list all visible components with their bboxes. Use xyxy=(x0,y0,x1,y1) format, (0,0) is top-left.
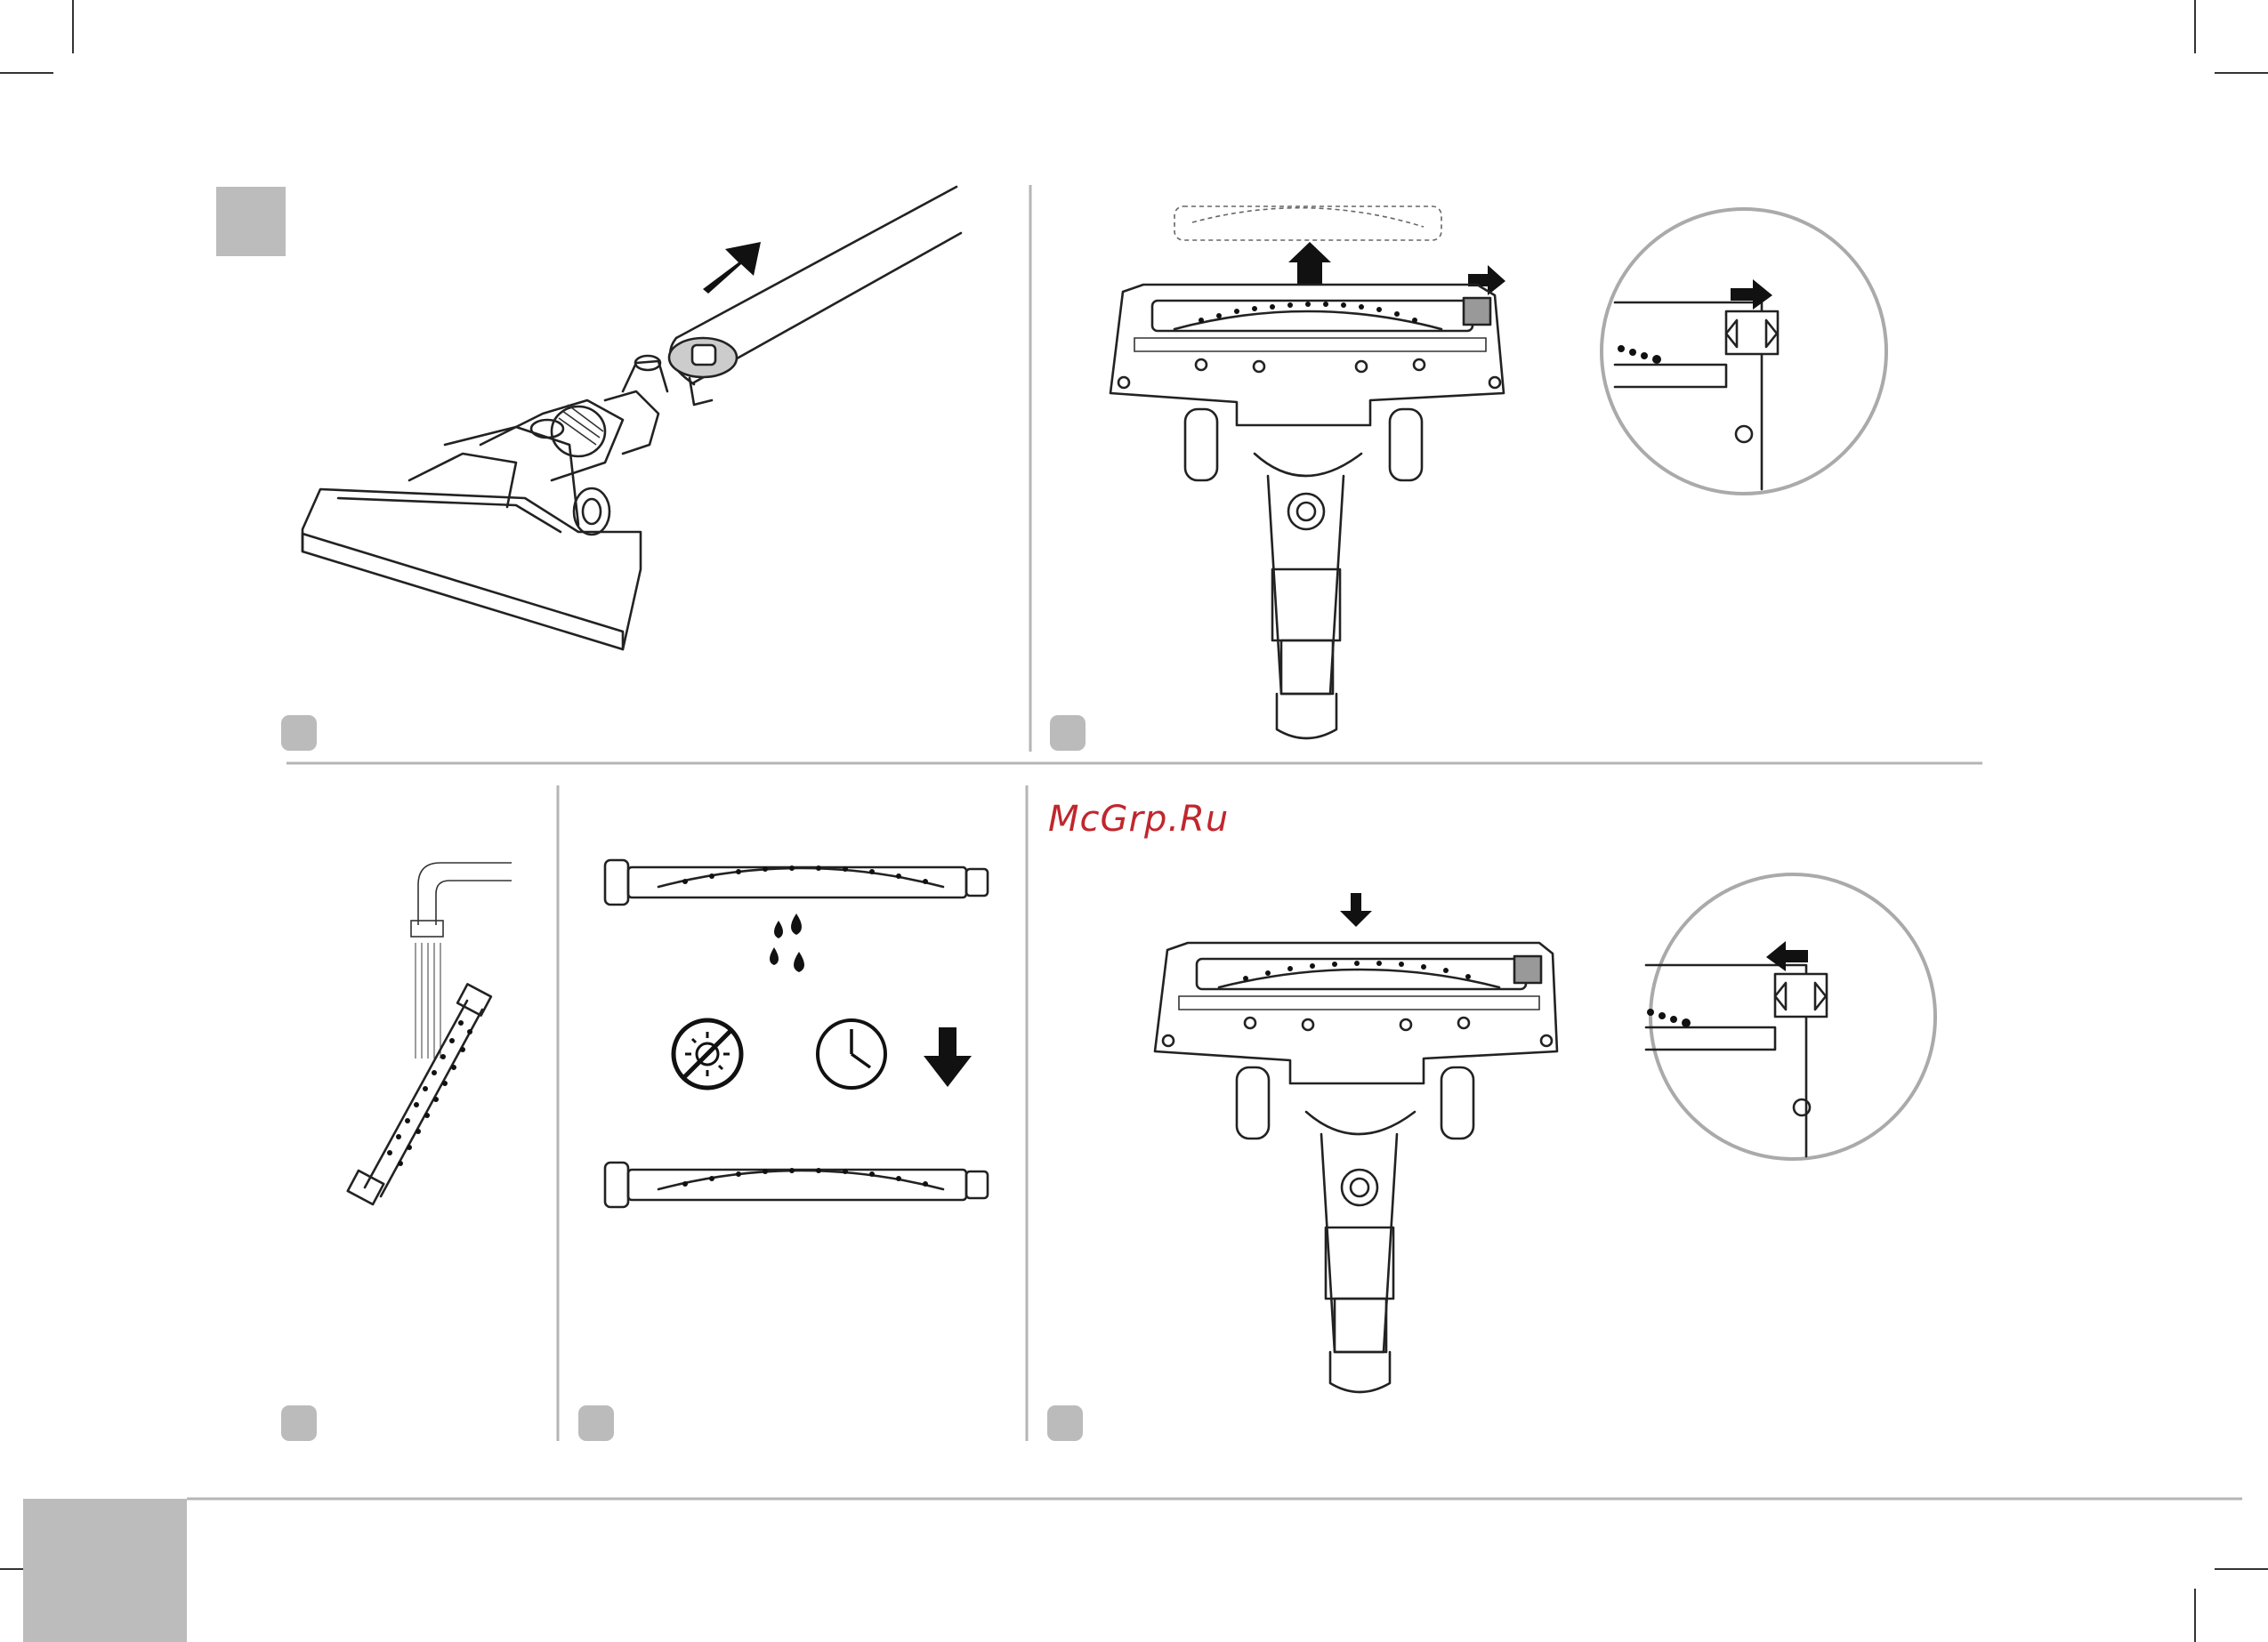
right-arrow-detail-icon xyxy=(1731,279,1772,310)
step-marker-3 xyxy=(281,1405,317,1441)
up-arrow-icon xyxy=(1288,242,1331,285)
dry-brush-illustration xyxy=(587,849,1014,1241)
dry-brush-roll xyxy=(605,1163,988,1207)
brush-insert-illustration xyxy=(1148,872,2038,1423)
brush-removal-illustration xyxy=(1103,196,2082,765)
clock-icon xyxy=(818,1020,885,1088)
rinse-brush-illustration xyxy=(329,854,596,1210)
watermark: McGrp.Ru xyxy=(1048,799,1229,840)
down-arrow-insert-icon xyxy=(1340,893,1372,927)
down-arrow-icon xyxy=(924,1027,972,1087)
step-marker-4 xyxy=(578,1405,614,1441)
up-right-arrow-icon xyxy=(703,242,761,294)
wet-brush-roll xyxy=(605,860,988,905)
step-marker-5 xyxy=(1047,1405,1083,1441)
step-marker-1 xyxy=(281,715,317,751)
step-marker-2 xyxy=(1050,715,1086,751)
left-arrow-detail-icon xyxy=(1766,941,1808,971)
nozzle-detach-illustration xyxy=(285,178,1086,712)
faucet-icon xyxy=(418,863,512,925)
water-drops-icon xyxy=(770,914,804,972)
removed-brush-roll xyxy=(1174,206,1441,240)
no-sun-icon xyxy=(674,1020,741,1088)
